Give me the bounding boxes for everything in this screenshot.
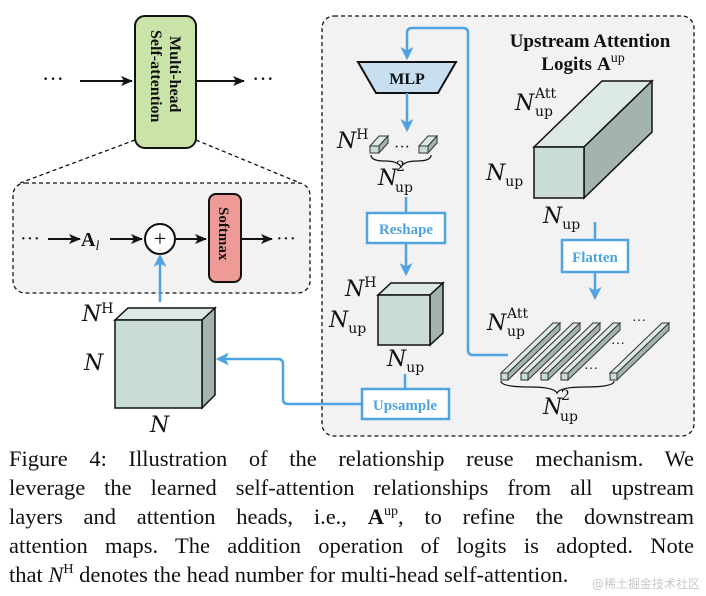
caption-line-4: attention maps. The addition operation o… [9, 533, 694, 558]
mlp-block [356, 61, 458, 94]
reshaped-width-label: Nup [386, 347, 424, 376]
softmax-label: Softmax [215, 207, 231, 261]
caption-line-2: leverage the learned self-attention rela… [9, 475, 694, 500]
caption-line-1: Figure 4: Illustration of the relationsh… [9, 446, 694, 471]
mlp-out-heads-label: NH [336, 127, 368, 154]
flatten-label: Flatten [572, 250, 618, 266]
flattened-bar [519, 321, 582, 382]
downstream-attention-cube [113, 306, 217, 410]
mlp-output-bar-first [368, 134, 390, 155]
flattened-bar [559, 321, 622, 382]
reshaped-cube [376, 281, 445, 347]
mlp-output-dots: ··· [394, 139, 410, 156]
cube-heads-label: NH [81, 301, 113, 327]
cube-height-label: N [83, 351, 104, 376]
ellipsis-right: ··· [252, 66, 274, 91]
flattened-bar [608, 321, 671, 382]
caption-line-3: layers and attention heads, i.e., Aup, t… [9, 504, 695, 529]
mlp-label: MLP [389, 71, 425, 88]
flattened-bar [539, 321, 602, 382]
reshaped-heads-label: NH [344, 275, 376, 302]
mhsa-label-line1: Multi-head [166, 36, 183, 113]
ellipsis-left: ··· [42, 66, 64, 91]
reshape-label: Reshape [379, 222, 434, 238]
plus-icon: + [154, 226, 166, 251]
blue-loop-arrow-to-mlp [400, 26, 508, 357]
upstream-height-label: Nup [485, 161, 523, 190]
ellipsis-panel-left: ··· [20, 228, 40, 250]
upstream-logits-block [532, 79, 654, 200]
mlp-output-bar-last [417, 134, 439, 155]
flattened-dots-bottom: ··· [584, 362, 598, 377]
caption-line-5: that NH denotes the head number for mult… [9, 562, 569, 587]
upsample-button [360, 387, 451, 421]
cube-width-label: N [149, 413, 170, 438]
flattened-bars-group [499, 321, 671, 382]
upstream-width-label: Nup [542, 204, 580, 233]
watermark: @稀土掘金技术社区 [591, 577, 700, 591]
upstream-title-line1: Upstream Attention [510, 31, 671, 52]
mlp-output-brace [370, 154, 432, 169]
flattened-brace [500, 380, 615, 395]
mhsa-label-line2: Self-attention [147, 30, 164, 123]
flatten-button [560, 238, 630, 274]
blue-arrow-upsample-to-cube [215, 352, 362, 406]
upsample-label: Upsample [373, 398, 438, 414]
reshaped-height-label: Nup [328, 308, 366, 337]
flattened-bar [499, 321, 562, 382]
flattened-dots-mid: ··· [611, 337, 625, 352]
attention-logits-Al: Al [81, 229, 99, 254]
reshape-button [365, 211, 447, 245]
figure-caption: Figure 4: Illustration of the relationsh… [9, 444, 694, 589]
relationship-reuse-diagram: ··· Multi-head Self-attention ··· ··· Al… [12, 15, 695, 438]
mhsa-block [134, 15, 197, 149]
ellipsis-panel-right: ··· [276, 228, 296, 250]
zoom-line-right [195, 139, 301, 184]
zoom-line-left [19, 139, 136, 184]
flattened-dots-top: ··· [632, 314, 646, 329]
